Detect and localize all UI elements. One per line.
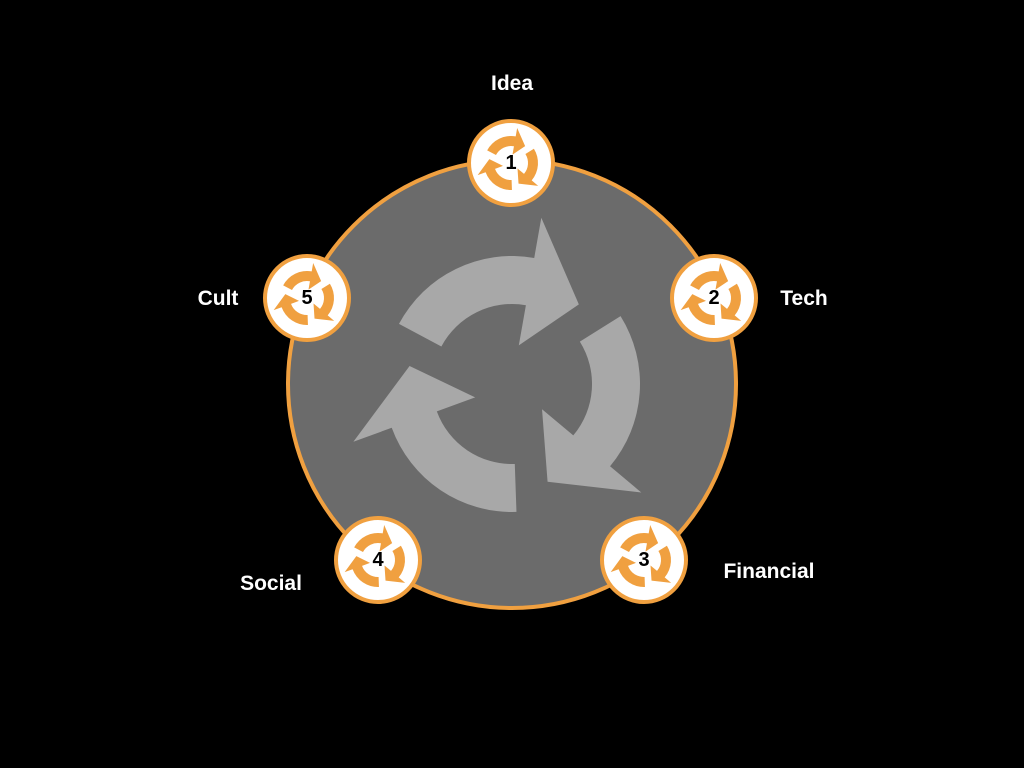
center-cycle-arrow-3 — [353, 365, 517, 512]
badge-cycle-arrow-3 — [680, 294, 715, 325]
badge-cycle-arrow-2 — [720, 283, 742, 321]
node-number-4: 4 — [372, 549, 384, 571]
badge-cycle-arrow-1 — [354, 525, 393, 553]
badge-cycle-arrows-icon — [273, 263, 335, 325]
badge-cycle-arrows-icon — [680, 263, 742, 325]
node-number-2: 2 — [708, 287, 720, 309]
badge-cycle-arrows-icon — [610, 525, 672, 588]
node-label-social: Social — [240, 572, 302, 595]
node-badge-1 — [467, 119, 555, 207]
badge-cycle-arrow-2 — [517, 148, 539, 186]
badge-cycle-arrows-icon — [344, 525, 406, 588]
node-badge-2 — [670, 254, 758, 342]
badge-cycle-arrow-3 — [610, 556, 645, 588]
badge-cycle-arrows-icon — [477, 128, 539, 190]
center-cycle-arrow-2 — [542, 316, 642, 493]
node-number-5: 5 — [301, 287, 313, 309]
node-number-3: 3 — [638, 549, 650, 571]
badge-cycle-arrow-2 — [650, 545, 672, 583]
node-label-cult: Cult — [197, 287, 239, 310]
badge-cycle-arrow-1 — [487, 128, 526, 156]
badge-cycle-arrow-1 — [690, 263, 729, 291]
node-label-idea: Idea — [490, 72, 534, 95]
node-badge-5 — [263, 254, 351, 342]
badge-cycle-arrow-2 — [384, 545, 406, 583]
node-label-financial: Financial — [723, 560, 815, 583]
badge-cycle-arrow-3 — [344, 556, 379, 588]
node-number-1: 1 — [505, 152, 517, 174]
center-cycle-arrow-1 — [398, 217, 579, 347]
center-cycle-arrows-icon — [353, 217, 642, 512]
badge-cycle-arrow-1 — [283, 263, 322, 291]
badge-cycle-arrow-3 — [273, 294, 308, 325]
node-badge-4 — [334, 516, 422, 604]
badge-cycle-arrow-3 — [477, 159, 512, 190]
badge-cycle-arrow-1 — [620, 525, 659, 553]
node-label-tech: Tech — [780, 287, 828, 310]
badge-cycle-arrow-2 — [313, 283, 335, 321]
node-badge-3 — [600, 516, 688, 604]
